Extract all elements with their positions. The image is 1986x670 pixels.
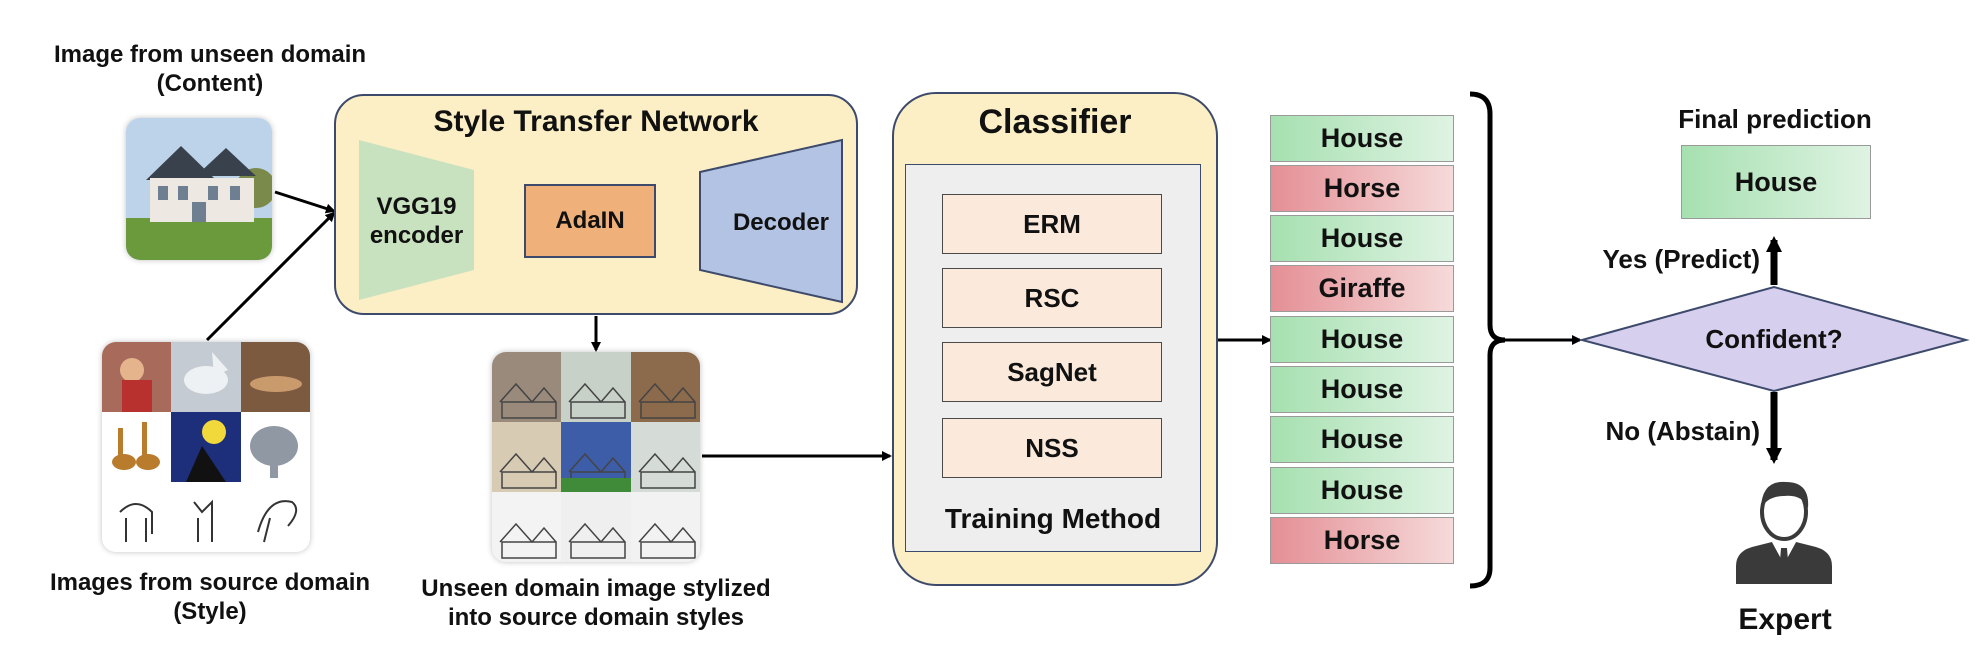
expert-avatar xyxy=(1732,474,1836,584)
method-erm: ERM xyxy=(942,194,1162,254)
expert-label: Expert xyxy=(1738,603,1832,636)
prediction-item: Horse xyxy=(1270,165,1454,212)
final-prediction-box: House xyxy=(1681,145,1871,219)
encoder-label: VGG19 encoder xyxy=(359,192,474,251)
adain-box: AdaIN xyxy=(524,184,656,258)
prediction-item: House xyxy=(1270,316,1454,363)
encoder-trapezoid xyxy=(359,140,474,300)
decoder-trapezoid xyxy=(699,138,843,304)
arrow-style-to-encoder xyxy=(205,211,336,342)
content-label-line2: (Content) xyxy=(156,70,264,98)
arrow-content-to-encoder xyxy=(274,190,336,214)
prediction-item: Giraffe xyxy=(1270,265,1454,312)
prediction-item: House xyxy=(1270,115,1454,162)
final-prediction-title: Final prediction xyxy=(1678,104,1872,134)
prediction-item: Horse xyxy=(1270,517,1454,564)
yes-predict-label: Yes (Predict) xyxy=(1602,244,1760,274)
training-method-label: Training Method xyxy=(944,503,1162,534)
decoder-label: Decoder xyxy=(732,209,830,236)
encoder-label-line2: encoder xyxy=(369,222,464,250)
prediction-item: House xyxy=(1270,467,1454,514)
expert-person-icon xyxy=(1736,481,1832,584)
content-label-line1: Image from unseen domain xyxy=(53,41,367,68)
method-rsc: RSC xyxy=(942,268,1162,328)
style-label: Images from source domain (Style) xyxy=(10,568,410,627)
stylized-houses-icon xyxy=(492,352,700,562)
style-images-grid xyxy=(102,342,310,552)
style-transfer-title: Style Transfer Network xyxy=(433,105,759,138)
method-sagnet: SagNet xyxy=(942,342,1162,402)
style-label-line2: (Style) xyxy=(173,598,247,626)
content-label: Image from unseen domain (Content) xyxy=(20,40,400,99)
prediction-item: House xyxy=(1270,416,1454,463)
decision-label: Confident? xyxy=(1705,324,1843,354)
encoder-label-line1: VGG19 xyxy=(376,193,457,220)
no-abstain-label: No (Abstain) xyxy=(1605,416,1760,446)
classifier-title: Classifier xyxy=(978,103,1132,141)
stylized-label: Unseen domain image stylized into source… xyxy=(396,574,796,633)
stylized-label-line2: into source domain styles xyxy=(447,604,745,632)
style-label-line1: Images from source domain xyxy=(49,569,371,596)
prediction-item: House xyxy=(1270,215,1454,262)
method-nss: NSS xyxy=(942,418,1162,478)
decision-diamond xyxy=(1578,285,1970,393)
prediction-item: House xyxy=(1270,366,1454,413)
predictions-brace xyxy=(1469,91,1506,589)
style-artwork-icon xyxy=(102,342,310,552)
house-image-icon xyxy=(126,118,272,260)
stylized-label-line1: Unseen domain image stylized xyxy=(421,575,771,602)
stylized-images-grid xyxy=(492,352,700,562)
content-image xyxy=(126,118,272,260)
